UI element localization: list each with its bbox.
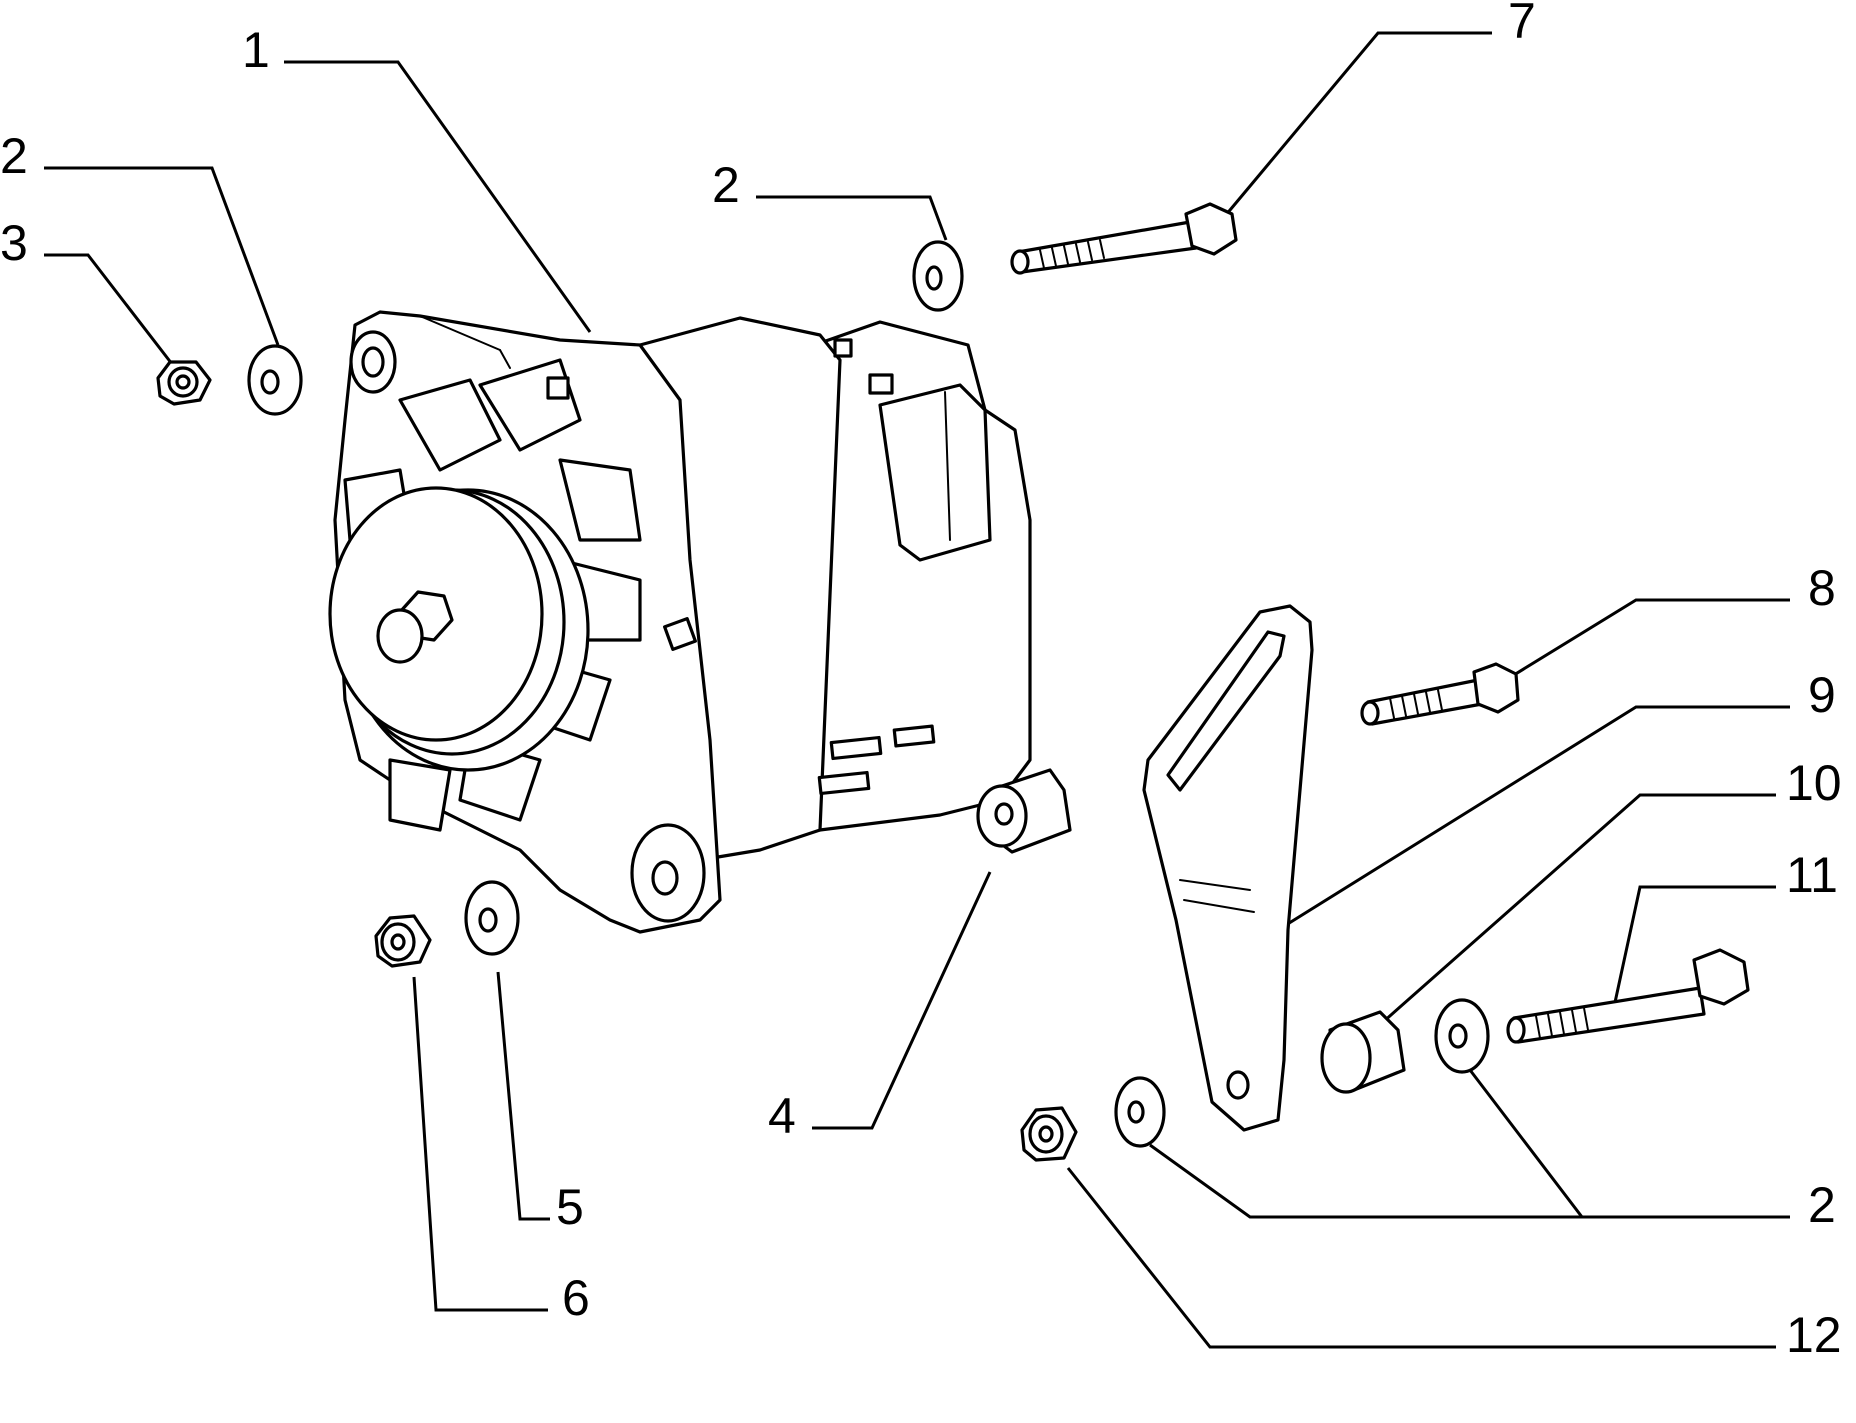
vent-slot-3 <box>817 770 871 796</box>
leader-1 <box>284 60 592 333</box>
housing-screw <box>546 376 570 400</box>
terminal-stud-2 <box>833 338 853 358</box>
washer-part-2-top-mid <box>912 240 964 312</box>
alternator <box>328 310 1032 934</box>
callout-8: 8 <box>1808 560 1836 616</box>
callout-11: 11 <box>1786 847 1838 903</box>
leader-2-bottom-right <box>1468 1069 1790 1219</box>
leader-5 <box>496 971 550 1221</box>
housing-screw-2 <box>663 617 697 651</box>
callout-2-top-mid: 2 <box>712 157 740 213</box>
leader-2-top-mid <box>756 195 948 241</box>
washer-part-2-right <box>1434 998 1490 1074</box>
washer-part-2-bottom <box>1114 1076 1166 1148</box>
leader-10 <box>1373 793 1776 1032</box>
nut-part-3 <box>156 360 212 406</box>
leader-11 <box>1612 885 1776 1008</box>
nut-part-12 <box>1020 1106 1078 1162</box>
bracket-slot <box>1166 630 1286 792</box>
leader-12 <box>1066 1167 1776 1349</box>
callout-2-top-left: 2 <box>0 128 28 184</box>
voltage-regulator <box>878 383 992 562</box>
leader-8 <box>1495 598 1790 688</box>
bolt-part-7 <box>1010 202 1238 275</box>
nut-part-6 <box>374 914 432 968</box>
leader-9 <box>1277 705 1790 932</box>
bolt-part-8 <box>1360 662 1520 726</box>
callout-10: 10 <box>1786 755 1842 811</box>
callout-12: 12 <box>1786 1307 1842 1363</box>
terminal-stud <box>868 373 894 395</box>
pulley-shaft <box>376 608 424 664</box>
callout-9: 9 <box>1808 667 1836 723</box>
callout-4: 4 <box>768 1088 796 1144</box>
leader-6 <box>412 976 548 1312</box>
washer-part-2-top-left <box>247 344 303 416</box>
leader-lines <box>44 31 1790 1349</box>
bushing-part-4 <box>976 768 1072 854</box>
leader-2-top-left <box>44 166 280 346</box>
callout-6: 6 <box>562 1270 590 1326</box>
callout-7: 7 <box>1508 0 1536 49</box>
bushing-part-10 <box>1320 1010 1406 1094</box>
leader-7 <box>1218 31 1492 223</box>
vent-slot <box>829 735 883 761</box>
callout-1: 1 <box>242 22 270 78</box>
leader-4 <box>812 871 992 1130</box>
washer-part-5 <box>464 880 520 956</box>
leader-2-bottom-right-b <box>1149 1143 1582 1219</box>
bracket-part-9 <box>1142 604 1314 1132</box>
callout-5: 5 <box>556 1179 584 1235</box>
vent-slot-2 <box>892 724 936 748</box>
leader-3 <box>44 253 174 365</box>
bolt-part-11 <box>1506 948 1750 1044</box>
callout-3: 3 <box>0 215 28 271</box>
callout-2-bottom-right: 2 <box>1808 1177 1836 1233</box>
